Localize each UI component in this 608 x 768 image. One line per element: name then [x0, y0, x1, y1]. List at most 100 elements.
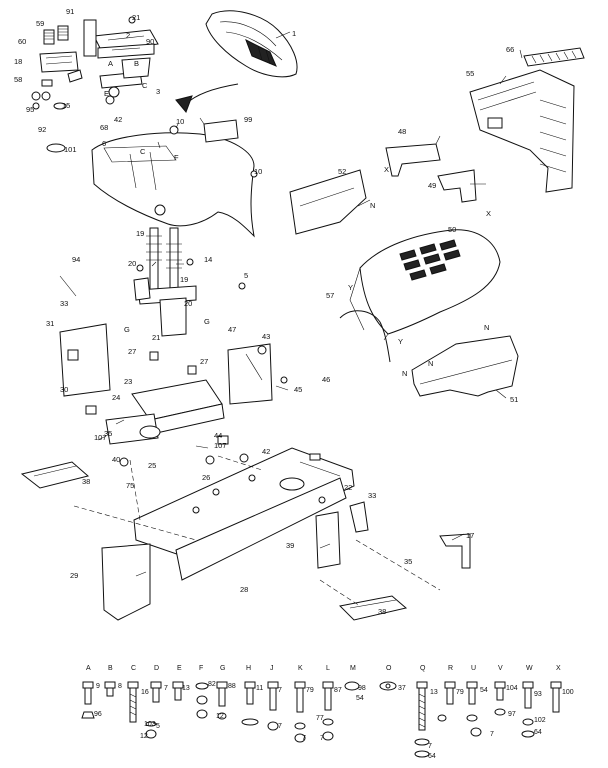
part-label: F — [174, 153, 179, 162]
part-label: 42 — [114, 115, 122, 124]
part-label: 51 — [510, 395, 518, 404]
fastener-letter: F — [199, 665, 203, 672]
part-label: 19 — [180, 275, 188, 284]
fastener-number: 37 — [398, 685, 406, 692]
part-label: 33 — [60, 299, 68, 308]
fastener-number: 93 — [534, 691, 542, 698]
part-label: 38 — [82, 477, 90, 486]
part-label: 66 — [506, 45, 514, 54]
fastener-letter: X — [556, 665, 561, 672]
fastener-number: 96 — [94, 711, 102, 718]
dash-panel — [59, 323, 288, 405]
seat-bracket-assembly — [31, 16, 159, 153]
fastener-number: 7 — [490, 731, 494, 738]
fastener-number: 100 — [562, 689, 574, 696]
foot-pedals — [20, 461, 408, 621]
fastener-letter: E — [177, 665, 182, 672]
seat — [205, 10, 298, 78]
part-label: 107 — [214, 441, 227, 450]
front-plate — [101, 543, 151, 621]
part-label: 42 — [262, 447, 270, 456]
grille-housing — [469, 47, 585, 193]
part-label: 23 — [124, 377, 132, 386]
fastener-letter: M — [350, 665, 356, 672]
part-label: 20 — [184, 299, 192, 308]
fastener-number: 54 — [356, 695, 364, 702]
fastener-number: 97 — [508, 711, 516, 718]
hood — [339, 229, 501, 363]
part-label: X — [384, 165, 389, 174]
fastener-number: 13 — [182, 685, 190, 692]
part-label: A — [108, 59, 113, 68]
part-label: 90 — [146, 37, 154, 46]
part-label: 43 — [262, 332, 270, 341]
fastener-letter: G — [220, 665, 225, 672]
part-label: 45 — [294, 385, 302, 394]
part-label: G — [204, 317, 210, 326]
fastener-number: 98 — [358, 685, 366, 692]
part-label: 49 — [428, 181, 436, 190]
part-label: 3 — [156, 87, 160, 96]
fastener-number: 12 — [216, 713, 224, 720]
fastener-number: 8 — [118, 683, 122, 690]
fastener-number: 7 — [278, 723, 282, 730]
part-label: 91 — [66, 7, 74, 16]
fastener-number: 79 — [306, 687, 314, 694]
part-label: N — [402, 369, 407, 378]
part-label: 14 — [204, 255, 212, 264]
part-label: 27 — [128, 347, 136, 356]
part-label: 46 — [322, 375, 330, 384]
part-label: 25 — [148, 461, 156, 470]
fastener-number: 82 — [208, 681, 216, 688]
part-label: 6 — [102, 139, 106, 148]
leader-lines — [59, 31, 523, 577]
part-label: 99 — [244, 115, 252, 124]
fastener-number: 102 — [534, 717, 546, 724]
part-label: 55 — [466, 69, 474, 78]
part-label: 2 — [126, 31, 130, 40]
main-frame — [133, 447, 355, 581]
part-label: 68 — [100, 123, 108, 132]
fastener-number: 11 — [256, 685, 263, 692]
fastener-letter: R — [448, 665, 453, 672]
fastener-number: 16 — [141, 689, 149, 696]
assembly-arrow-head — [175, 95, 193, 113]
part-label: 101 — [64, 145, 77, 154]
part-label: 59 — [36, 19, 44, 28]
fastener-number: 54 — [480, 687, 488, 694]
part-label: E — [104, 89, 109, 98]
part-label: 18 — [14, 57, 22, 66]
part-label: B — [134, 59, 139, 68]
part-label: 15 — [62, 101, 70, 110]
part-label: G — [124, 325, 130, 334]
part-label: 28 — [240, 585, 248, 594]
hood-brackets — [289, 143, 477, 235]
fender — [91, 119, 258, 238]
fastener-number: 12 — [140, 733, 148, 740]
fastener-number: 7 — [320, 735, 324, 742]
part-label: 58 — [14, 75, 22, 84]
part-label: 60 — [18, 37, 26, 46]
part-label: 40 — [112, 455, 120, 464]
part-label: 1 — [292, 29, 296, 38]
part-label: C — [142, 81, 148, 90]
part-label: Y — [398, 337, 403, 346]
fastener-legend — [81, 681, 562, 758]
fastener-number: 64 — [534, 729, 542, 736]
fastener-number: 13 — [430, 689, 438, 696]
battery-tray — [85, 351, 229, 445]
part-label: 19 — [136, 229, 144, 238]
fastener-number: 77 — [316, 715, 324, 722]
fastener-letter: K — [298, 665, 303, 672]
hood-vents — [399, 239, 461, 281]
part-label: 107 — [94, 433, 107, 442]
part-label: 26 — [202, 473, 210, 482]
part-label: 35 — [404, 557, 412, 566]
fastener-letter: V — [498, 665, 503, 672]
fastener-number: 9 — [96, 683, 100, 690]
fastener-letter: D — [154, 665, 159, 672]
part-label: 35 — [104, 429, 112, 438]
